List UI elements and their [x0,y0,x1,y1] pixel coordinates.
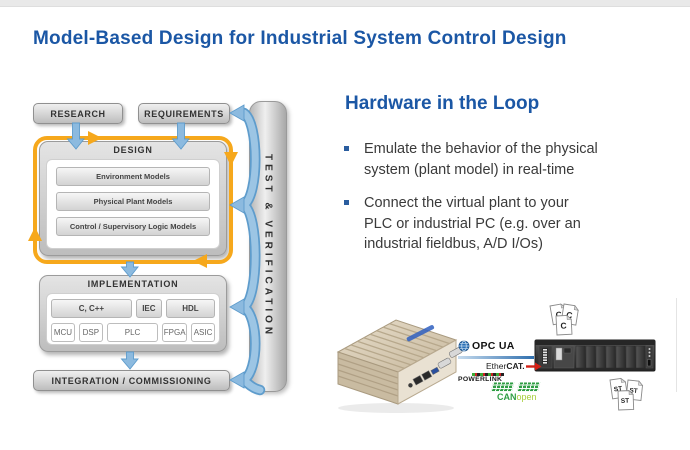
svg-text:C: C [566,310,574,321]
st-file-icon: ST [617,389,635,411]
integration-box: INTEGRATION / COMMISSIONING [33,370,230,391]
bullet-square-icon [344,146,349,151]
plc-rack-illustration [534,339,656,372]
design-iteration-loop [33,136,233,264]
st-file-icon: ST [609,377,629,400]
target-chip-asic: ASIC [191,323,215,342]
svg-text:C: C [555,309,563,320]
target-chip-plc: PLC [106,323,159,342]
bullet-item: Connect the virtual plant to your PLC or… [344,193,644,255]
test-verification-label: TEST & VERIFICATION [262,154,274,339]
bullet-text: Connect the virtual plant to your PLC or… [364,195,581,253]
control-logic-models-bar: Control / Supervisory Logic Models [56,217,210,236]
bullet-text: Emulate the behavior of the physical sys… [364,141,598,178]
opc-ua-logo: OPC UA [458,340,515,352]
svg-text:C: C [560,320,567,330]
arrow-implementation-integration [120,351,139,370]
powerlink-label: POWERLINK [458,375,503,383]
edge-line [676,298,677,392]
c-file-icon: C [549,303,569,326]
powerlink-color-bar [472,373,504,376]
design-block: DESIGN Environment Models Physical Plant… [39,141,227,256]
powerlink-logo: POWERLINK [458,373,504,383]
svg-text:ST: ST [629,387,638,395]
industrial-pc-illustration [336,319,463,413]
green-brick-icon [516,382,541,392]
requirements-box: REQUIREMENTS [138,103,230,124]
language-chip-hdl: HDL [165,299,215,318]
bullet-list: Emulate the behavior of the physical sys… [344,139,644,268]
c-file-icon: C [555,314,573,336]
c-file-icons: C C C [549,303,579,336]
language-chip-iec: IEC [135,299,162,318]
svg-text:ST: ST [613,385,622,393]
target-chip-mcu: MCU [51,323,75,342]
implementation-label: IMPLEMENTATION [87,279,179,289]
implementation-inner-panel: C, C++ IEC HDL MCU DSP PLC FPGA ASIC [46,293,220,345]
design-inner-panel: Environment Models Physical Plant Models… [46,159,220,249]
physical-plant-models-bar: Physical Plant Models [56,192,210,211]
canopen-label-bold: CAN [497,392,517,402]
bullet-square-icon [344,200,349,206]
c-file-icon: C [560,303,579,326]
ethercat-label-light: Ether [486,361,507,371]
feedback-arrowhead-implementation [229,298,245,316]
st-file-icon: ST [625,379,644,401]
ethercat-arrow-icon [525,362,542,370]
bullet-item: Emulate the behavior of the physical sys… [344,139,644,180]
environment-models-bar: Environment Models [56,167,210,186]
opc-ua-underline [458,356,534,359]
canopen-label-light: open [516,392,537,402]
globe-icon [458,340,470,352]
fieldbus-green-logo [490,382,541,392]
svg-text:ST: ST [621,398,630,405]
top-strip [0,0,690,7]
st-file-icons: ST ST ST [609,377,644,411]
test-verification-bar: TEST & VERIFICATION [249,101,287,392]
design-label: DESIGN [113,145,153,155]
target-chip-fpga: FPGA [162,323,188,342]
canopen-logo: CANopen [497,392,537,402]
opc-ua-label: OPC UA [472,340,515,352]
ethercat-label-bold: CAT. [506,361,525,371]
feedback-arrowhead-integration [229,371,245,389]
green-brick-icon [490,382,515,392]
target-chip-dsp: DSP [78,323,103,342]
research-box: RESEARCH [33,103,123,124]
implementation-block: IMPLEMENTATION C, C++ IEC HDL MCU DSP PL… [39,275,227,352]
slide-title: Model-Based Design for Industrial System… [33,28,567,49]
language-chip-c: C, C++ [51,299,132,318]
section-heading: Hardware in the Loop [345,93,540,114]
feedback-arrowhead-requirements [229,104,245,122]
pc-front-ports [408,347,463,388]
